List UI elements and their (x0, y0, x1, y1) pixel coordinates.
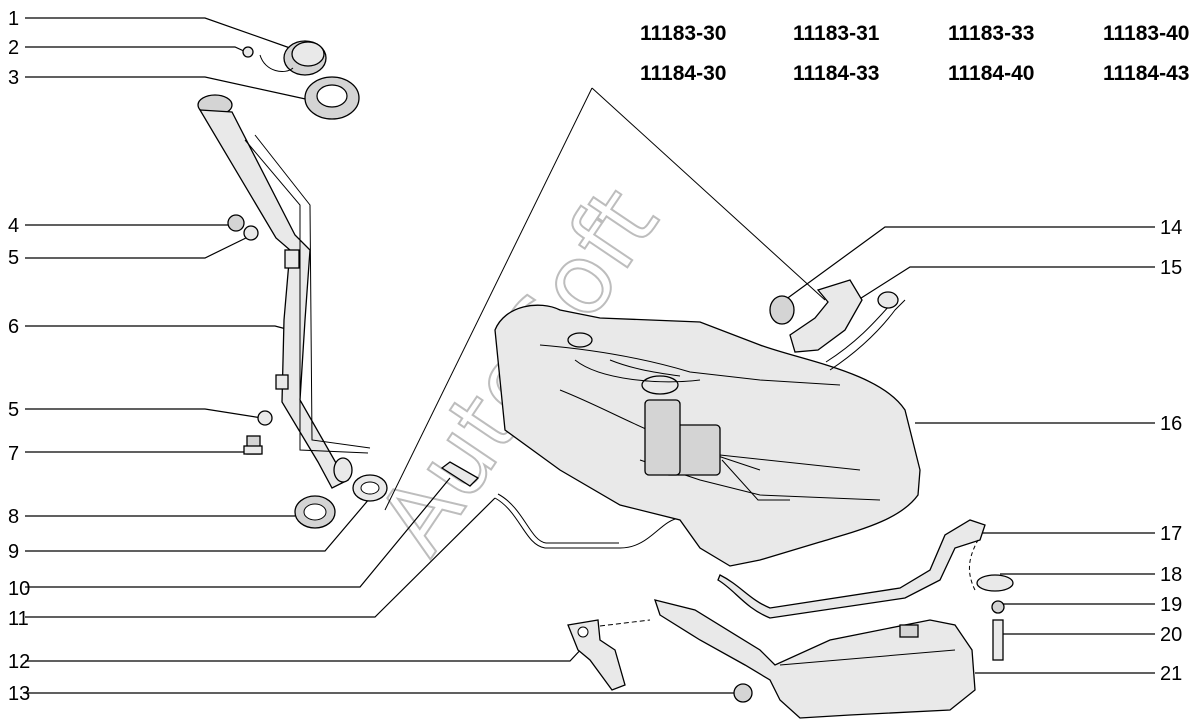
variant-pointer (384, 87, 826, 511)
callout-number: 1 (8, 8, 19, 30)
tank-strap (717, 519, 986, 619)
bolt (243, 435, 263, 455)
tank-shield (654, 599, 976, 719)
vent-tube (494, 493, 681, 549)
filler-seal (304, 76, 360, 120)
callout-number: 19 (1160, 594, 1182, 616)
callout-number: 10 (8, 578, 30, 600)
bracket-nut (733, 683, 753, 703)
callouts-right: 14 15 16 17 18 19 20 21 (1160, 217, 1182, 685)
callout-number: 9 (8, 541, 19, 563)
variant-code: 11184-40 (948, 62, 1034, 85)
fuel-cap (259, 40, 327, 76)
callout-number: 20 (1160, 624, 1182, 646)
fasteners-left (227, 214, 273, 426)
callout-number: 5 (8, 247, 19, 269)
variant-code: 11183-31 (793, 22, 880, 45)
strap-fasteners (968, 539, 1014, 661)
callout-number: 21 (1160, 663, 1182, 685)
cap-clip (242, 46, 254, 58)
leader-lines-left (25, 17, 740, 694)
callout-number: 15 (1160, 257, 1182, 279)
leader-lines-right (784, 226, 1155, 674)
variant-code: 11184-30 (640, 62, 726, 85)
callout-number: 16 (1160, 413, 1182, 435)
filler-hose (769, 279, 906, 371)
tank-bracket (567, 619, 651, 691)
variant-code: 11184-43 (1103, 62, 1189, 85)
hose-segment (440, 461, 480, 487)
callout-number: 7 (8, 443, 19, 465)
callout-number: 4 (8, 215, 19, 237)
variant-code: 11183-30 (640, 22, 726, 45)
callouts-left: 1 2 3 4 5 6 5 7 8 9 10 11 12 13 (8, 8, 30, 705)
variant-code: 11184-33 (793, 62, 879, 85)
callout-number: 14 (1160, 217, 1182, 239)
callout-number: 18 (1160, 564, 1182, 586)
callout-number: 11 (8, 608, 29, 630)
variant-code: 11183-33 (948, 22, 1034, 45)
hose-clamp-small (352, 474, 388, 502)
filler-pipe (197, 94, 371, 489)
callout-number: 17 (1160, 523, 1182, 545)
callout-number: 6 (8, 316, 19, 338)
fuel-tank (494, 304, 921, 567)
callout-number: 5 (8, 399, 19, 421)
variant-codes: 11183-30 11183-31 11183-33 11183-40 1118… (640, 22, 1189, 85)
callout-number: 12 (8, 651, 30, 673)
callout-number: 8 (8, 506, 19, 528)
variant-code: 11183-40 (1103, 22, 1189, 45)
callout-number: 13 (8, 683, 30, 705)
callout-number: 3 (8, 67, 19, 89)
hose-clamp-large (294, 495, 336, 529)
callout-number: 2 (8, 37, 19, 59)
